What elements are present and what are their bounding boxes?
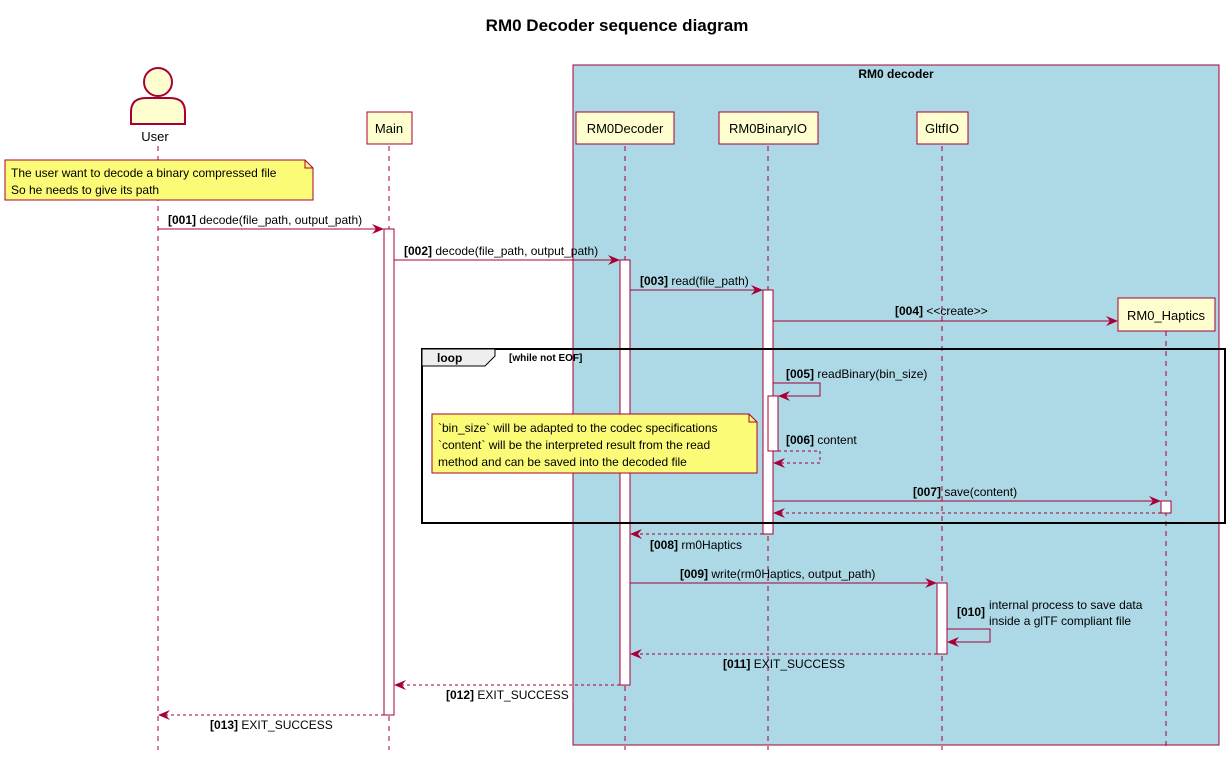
user-actor-icon <box>130 67 186 125</box>
user-note-line-1: The user want to decode a binary compres… <box>11 166 277 180</box>
participant-main-label: Main <box>375 121 403 136</box>
message-005-label: [005] readBinary(bin_size) <box>786 367 927 381</box>
message-010-arrow <box>947 628 991 647</box>
loop-note: `bin_size` will be adapted to the codec … <box>431 413 758 474</box>
user-note-line-2: So he needs to give its path <box>11 183 159 197</box>
message-labels: [001] decode(file_path, output_path) [00… <box>168 213 1143 732</box>
rm0-decoder-box <box>572 64 1220 746</box>
loop-note-line-2: `content` will be the interpreted result… <box>438 438 710 452</box>
participant-user-label: User <box>141 129 169 144</box>
diagram-title: RM0 Decoder sequence diagram <box>486 16 749 35</box>
message-002-label: [002] decode(file_path, output_path) <box>404 244 598 258</box>
message-010-line-2: inside a glTF compliant file <box>989 614 1131 628</box>
message-013-label: [013] EXIT_SUCCESS <box>210 718 333 732</box>
message-010-line-1: internal process to save data <box>989 598 1143 612</box>
activation-gltfio <box>936 582 948 655</box>
participant-binaryio: RM0BinaryIO <box>718 111 819 145</box>
participant-decoder: RM0Decoder <box>575 111 675 145</box>
message-006-label: [006] content <box>786 433 857 447</box>
message-006-arrow <box>773 450 821 468</box>
activation-haptics <box>1160 500 1172 514</box>
participant-binaryio-label: RM0BinaryIO <box>729 121 807 136</box>
user-note: The user want to decode a binary compres… <box>4 159 314 201</box>
message-007-label: [007] save(content) <box>913 485 1017 499</box>
loop-fragment: loop [while not EOF] <box>421 348 1226 524</box>
activation-binaryio-nested <box>767 395 779 452</box>
participant-haptics: RM0_Haptics <box>1117 297 1216 332</box>
message-012-label: [012] EXIT_SUCCESS <box>446 688 569 702</box>
participant-haptics-label: RM0_Haptics <box>1127 308 1206 323</box>
message-004-label: [004] <<create>> <box>895 304 988 318</box>
participant-decoder-label: RM0Decoder <box>587 121 664 136</box>
loop-keyword: loop <box>437 351 462 365</box>
message-010-num: [010] <box>957 605 985 619</box>
loop-note-line-1: `bin_size` will be adapted to the codec … <box>438 421 718 435</box>
rm0-decoder-box-title: RM0 decoder <box>858 67 934 81</box>
message-009-label: [009] write(rm0Haptics, output_path) <box>680 567 875 581</box>
message-005-arrow <box>773 382 821 401</box>
activation-main <box>383 228 395 716</box>
message-008-label: [008] rm0Haptics <box>650 538 742 552</box>
message-011-label: [011] EXIT_SUCCESS <box>723 657 845 671</box>
participant-gltfio: GltfIO <box>916 111 969 145</box>
participant-gltfio-label: GltfIO <box>925 121 959 136</box>
message-001-label: [001] decode(file_path, output_path) <box>168 213 362 227</box>
message-arrows <box>158 224 1161 720</box>
loop-condition: [while not EOF] <box>509 353 582 364</box>
loop-note-line-3: method and can be saved into the decoded… <box>438 455 687 469</box>
message-003-label: [003] read(file_path) <box>640 274 749 288</box>
participant-main: Main <box>366 111 413 145</box>
